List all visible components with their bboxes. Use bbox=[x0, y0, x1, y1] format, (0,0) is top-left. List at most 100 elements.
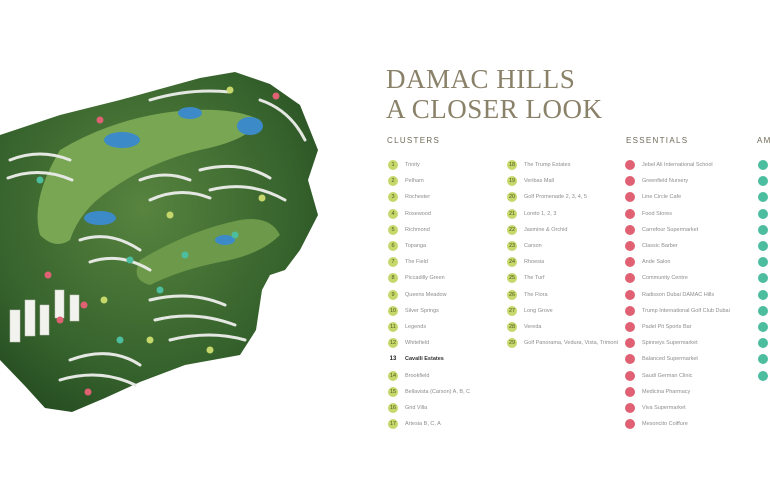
cluster-item: 2 Pelham bbox=[388, 173, 506, 189]
marker-number bbox=[625, 305, 635, 316]
essential-marker bbox=[96, 116, 104, 124]
marker-number: 22 bbox=[507, 224, 517, 235]
marker-number bbox=[625, 257, 635, 268]
cluster-item: 16 Grid Villa bbox=[388, 400, 506, 416]
marker-number: 5 bbox=[388, 224, 398, 235]
marker-number: 6 bbox=[388, 241, 398, 252]
marker-number: 13 bbox=[388, 354, 398, 365]
essential-item: Line Circle Cafe bbox=[625, 189, 753, 205]
housing-rows bbox=[6, 89, 307, 387]
item-label: Classic Barber bbox=[642, 243, 678, 250]
title-line-1: DAMAC HILLS bbox=[386, 64, 576, 94]
essential-item: Ande Salon bbox=[625, 254, 753, 270]
essentials-heading: ESSENTIALS bbox=[626, 136, 689, 145]
essential-item: Food Stores bbox=[625, 206, 753, 222]
item-label: Carson bbox=[524, 243, 542, 250]
essential-item: Spinneys Supermarket bbox=[625, 335, 753, 351]
marker-number: 1 bbox=[388, 160, 398, 171]
item-label: Vereda bbox=[524, 323, 542, 330]
marker-number bbox=[758, 354, 768, 365]
cluster-item: 27 Long Grove bbox=[507, 303, 619, 319]
item-label: Balanced Supermarket bbox=[642, 356, 698, 363]
cluster-item: 1 Trinity bbox=[388, 157, 506, 173]
item-label: Cavalli Estates bbox=[405, 356, 444, 363]
item-label: Piccadilly Green bbox=[405, 275, 445, 282]
essential-item: Trump International Golf Club Dubai bbox=[625, 303, 753, 319]
item-label: Trinity bbox=[405, 162, 420, 169]
marker-number bbox=[625, 321, 635, 332]
marker-number bbox=[758, 160, 768, 171]
marker-number bbox=[758, 257, 768, 268]
item-label: Pelham bbox=[405, 178, 424, 185]
item-label: Golf Promenade 2, 3, 4, 5 bbox=[524, 194, 587, 201]
essential-item: Viva Supermarket bbox=[625, 400, 753, 416]
amenity-marker bbox=[126, 256, 134, 264]
item-label: Padel Pit Sports Bar bbox=[642, 323, 692, 330]
item-label: Mesoncito Coiffure bbox=[642, 421, 688, 428]
marker-number bbox=[758, 224, 768, 235]
amenity-item bbox=[758, 206, 770, 222]
essential-item: Community Centre bbox=[625, 270, 753, 286]
essential-item: Classic Barber bbox=[625, 238, 753, 254]
marker-number: 24 bbox=[507, 257, 517, 268]
essential-item: Medicina Pharmacy bbox=[625, 384, 753, 400]
marker-number bbox=[625, 289, 635, 300]
item-label: Whitefield bbox=[405, 340, 430, 347]
essential-marker bbox=[56, 316, 64, 324]
marker-number: 10 bbox=[388, 305, 398, 316]
marker-number bbox=[758, 338, 768, 349]
essential-item: Carrefour Supermarket bbox=[625, 222, 753, 238]
marker-number bbox=[758, 176, 768, 187]
item-label: Community Centre bbox=[642, 275, 688, 282]
marker-number bbox=[625, 273, 635, 284]
item-label: Radisson Dubai DAMAC Hills bbox=[642, 291, 715, 298]
item-label: Grid Villa bbox=[405, 404, 428, 411]
cluster-marker bbox=[226, 86, 234, 94]
item-label: Bellavista (Carson) A, B, C bbox=[405, 388, 471, 395]
marker-number bbox=[625, 370, 635, 381]
marker-number bbox=[758, 208, 768, 219]
amenity-item bbox=[758, 254, 770, 270]
amenity-item bbox=[758, 319, 770, 335]
item-label: The Trump Estates bbox=[524, 162, 571, 169]
essential-item: Radisson Dubai DAMAC Hills bbox=[625, 287, 753, 303]
marker-number: 16 bbox=[388, 402, 398, 413]
page-title: DAMAC HILLS A CLOSER LOOK bbox=[386, 64, 603, 124]
marker-number: 23 bbox=[507, 241, 517, 252]
marker-number: 14 bbox=[388, 370, 398, 381]
essential-marker bbox=[80, 301, 88, 309]
item-label: Golf Panorama, Vedura, Vista, Trimont bbox=[524, 340, 619, 347]
amenity-marker bbox=[181, 251, 189, 259]
item-label: Line Circle Cafe bbox=[642, 194, 682, 201]
marker-number: 9 bbox=[388, 289, 398, 300]
item-label: Silver Springs bbox=[405, 307, 439, 314]
cluster-item: 19 Veribas Mall bbox=[507, 173, 619, 189]
towers bbox=[9, 289, 80, 343]
item-label: Rochester bbox=[405, 194, 431, 201]
marker-number: 29 bbox=[507, 338, 517, 349]
marker-number: 19 bbox=[507, 176, 517, 187]
marker-number: 27 bbox=[507, 305, 517, 316]
clusters-heading: CLUSTERS bbox=[387, 136, 441, 145]
item-label: Long Grove bbox=[524, 307, 553, 314]
amenity-item bbox=[758, 157, 770, 173]
essential-marker bbox=[44, 271, 52, 279]
essential-item: Padel Pit Sports Bar bbox=[625, 319, 753, 335]
amenity-marker bbox=[156, 286, 164, 294]
marker-number: 2 bbox=[388, 176, 398, 187]
essential-item: Saudi German Clinic bbox=[625, 367, 753, 383]
marker-number: 4 bbox=[388, 208, 398, 219]
golf-course bbox=[37, 109, 260, 244]
cluster-marker bbox=[166, 211, 174, 219]
item-label: Veribas Mall bbox=[524, 178, 554, 185]
marker-number bbox=[625, 224, 635, 235]
amenity-item bbox=[758, 222, 770, 238]
